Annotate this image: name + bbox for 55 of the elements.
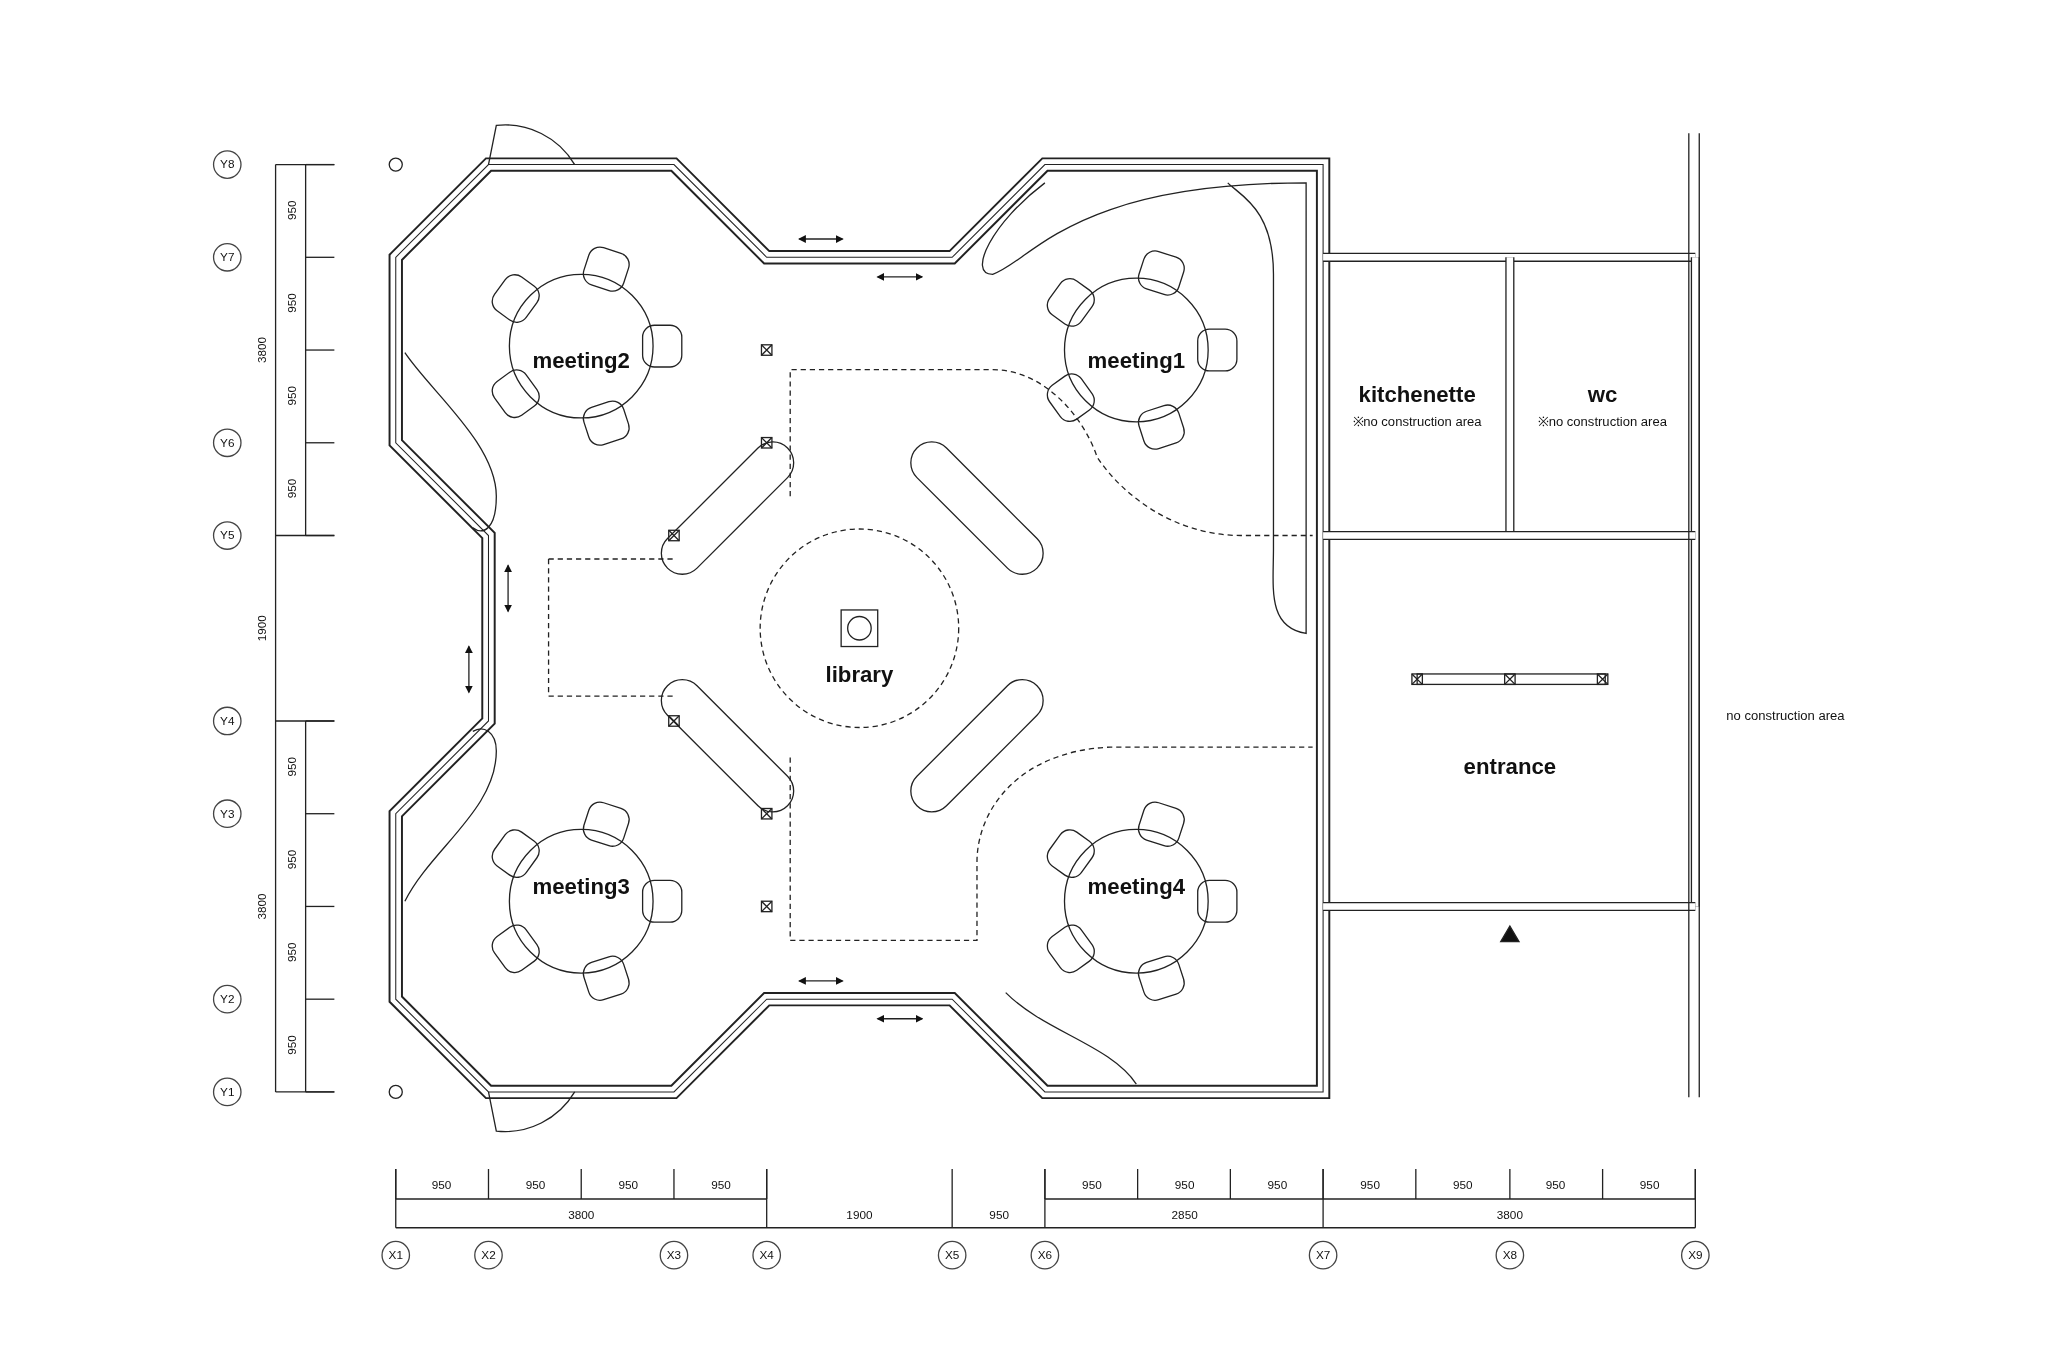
room-label: meeting2 [532, 349, 630, 372]
dimension-text: 950 [286, 478, 299, 499]
room-label: entrance [1463, 755, 1557, 778]
dimension-text: 3800 [1496, 1210, 1523, 1222]
grid-bubble: Y7 [212, 242, 242, 272]
grid-bubble: X5 [937, 1240, 967, 1270]
dimension-text: 950 [286, 849, 299, 870]
dimension-text: 950 [989, 1210, 1009, 1222]
dimension-text: 950 [1082, 1180, 1102, 1192]
dimension-text: 950 [286, 200, 299, 221]
dimension-text: 3800 [568, 1210, 595, 1222]
grid-bubble: X3 [659, 1240, 689, 1270]
grid-bubble: X4 [752, 1240, 782, 1270]
dimension-text: 950 [618, 1180, 639, 1192]
room-label: wc [1587, 383, 1618, 406]
dimension-text: 950 [525, 1180, 546, 1192]
grid-bubble: X1 [381, 1240, 411, 1270]
grid-bubble: Y5 [212, 521, 242, 550]
grid-bubble: X7 [1308, 1240, 1338, 1270]
dimension-text: 950 [1174, 1180, 1195, 1192]
dimension-text: 950 [286, 1035, 299, 1055]
dimension-text: 950 [431, 1180, 452, 1192]
dimension-text: 3800 [256, 893, 269, 920]
dimension-text: 1900 [256, 615, 269, 642]
note-text: ※no construction area [1352, 415, 1482, 429]
dimension-text: 950 [286, 942, 299, 962]
grid-bubble: X8 [1495, 1240, 1525, 1270]
room-label: meeting1 [1087, 349, 1186, 372]
dimension-text: 950 [1267, 1180, 1288, 1192]
grid-bubble: Y1 [212, 1077, 242, 1107]
dimension-text: 2850 [1171, 1210, 1198, 1222]
dimension-text: 950 [286, 293, 299, 313]
dimension-text: 950 [1453, 1180, 1473, 1192]
grid-bubble: X6 [1030, 1240, 1060, 1270]
dimension-text: 950 [286, 385, 299, 406]
grid-bubble: Y8 [212, 150, 242, 179]
grid-bubble: Y3 [212, 799, 242, 829]
dimension-text: 950 [711, 1180, 731, 1192]
grid-bubble: Y6 [212, 428, 242, 458]
room-label: library [825, 664, 894, 687]
grid-bubble: Y4 [212, 706, 242, 736]
dimension-text: 950 [286, 756, 299, 777]
dimension-text: 1900 [846, 1210, 873, 1222]
dimension-text: 950 [1360, 1180, 1380, 1192]
room-label: meeting4 [1087, 875, 1186, 898]
dimension-text: 3800 [256, 336, 269, 364]
dimension-text: 950 [1639, 1180, 1660, 1192]
grid-bubble: X9 [1681, 1240, 1710, 1270]
note-text: no construction area [1726, 709, 1845, 723]
grid-bubble: X2 [474, 1240, 503, 1270]
room-label: meeting3 [532, 875, 630, 898]
note-text: ※no construction area [1538, 415, 1667, 429]
dimension-text: 950 [1545, 1180, 1566, 1192]
grid-bubble: Y2 [212, 984, 242, 1014]
room-label: kitchenette [1358, 383, 1476, 406]
